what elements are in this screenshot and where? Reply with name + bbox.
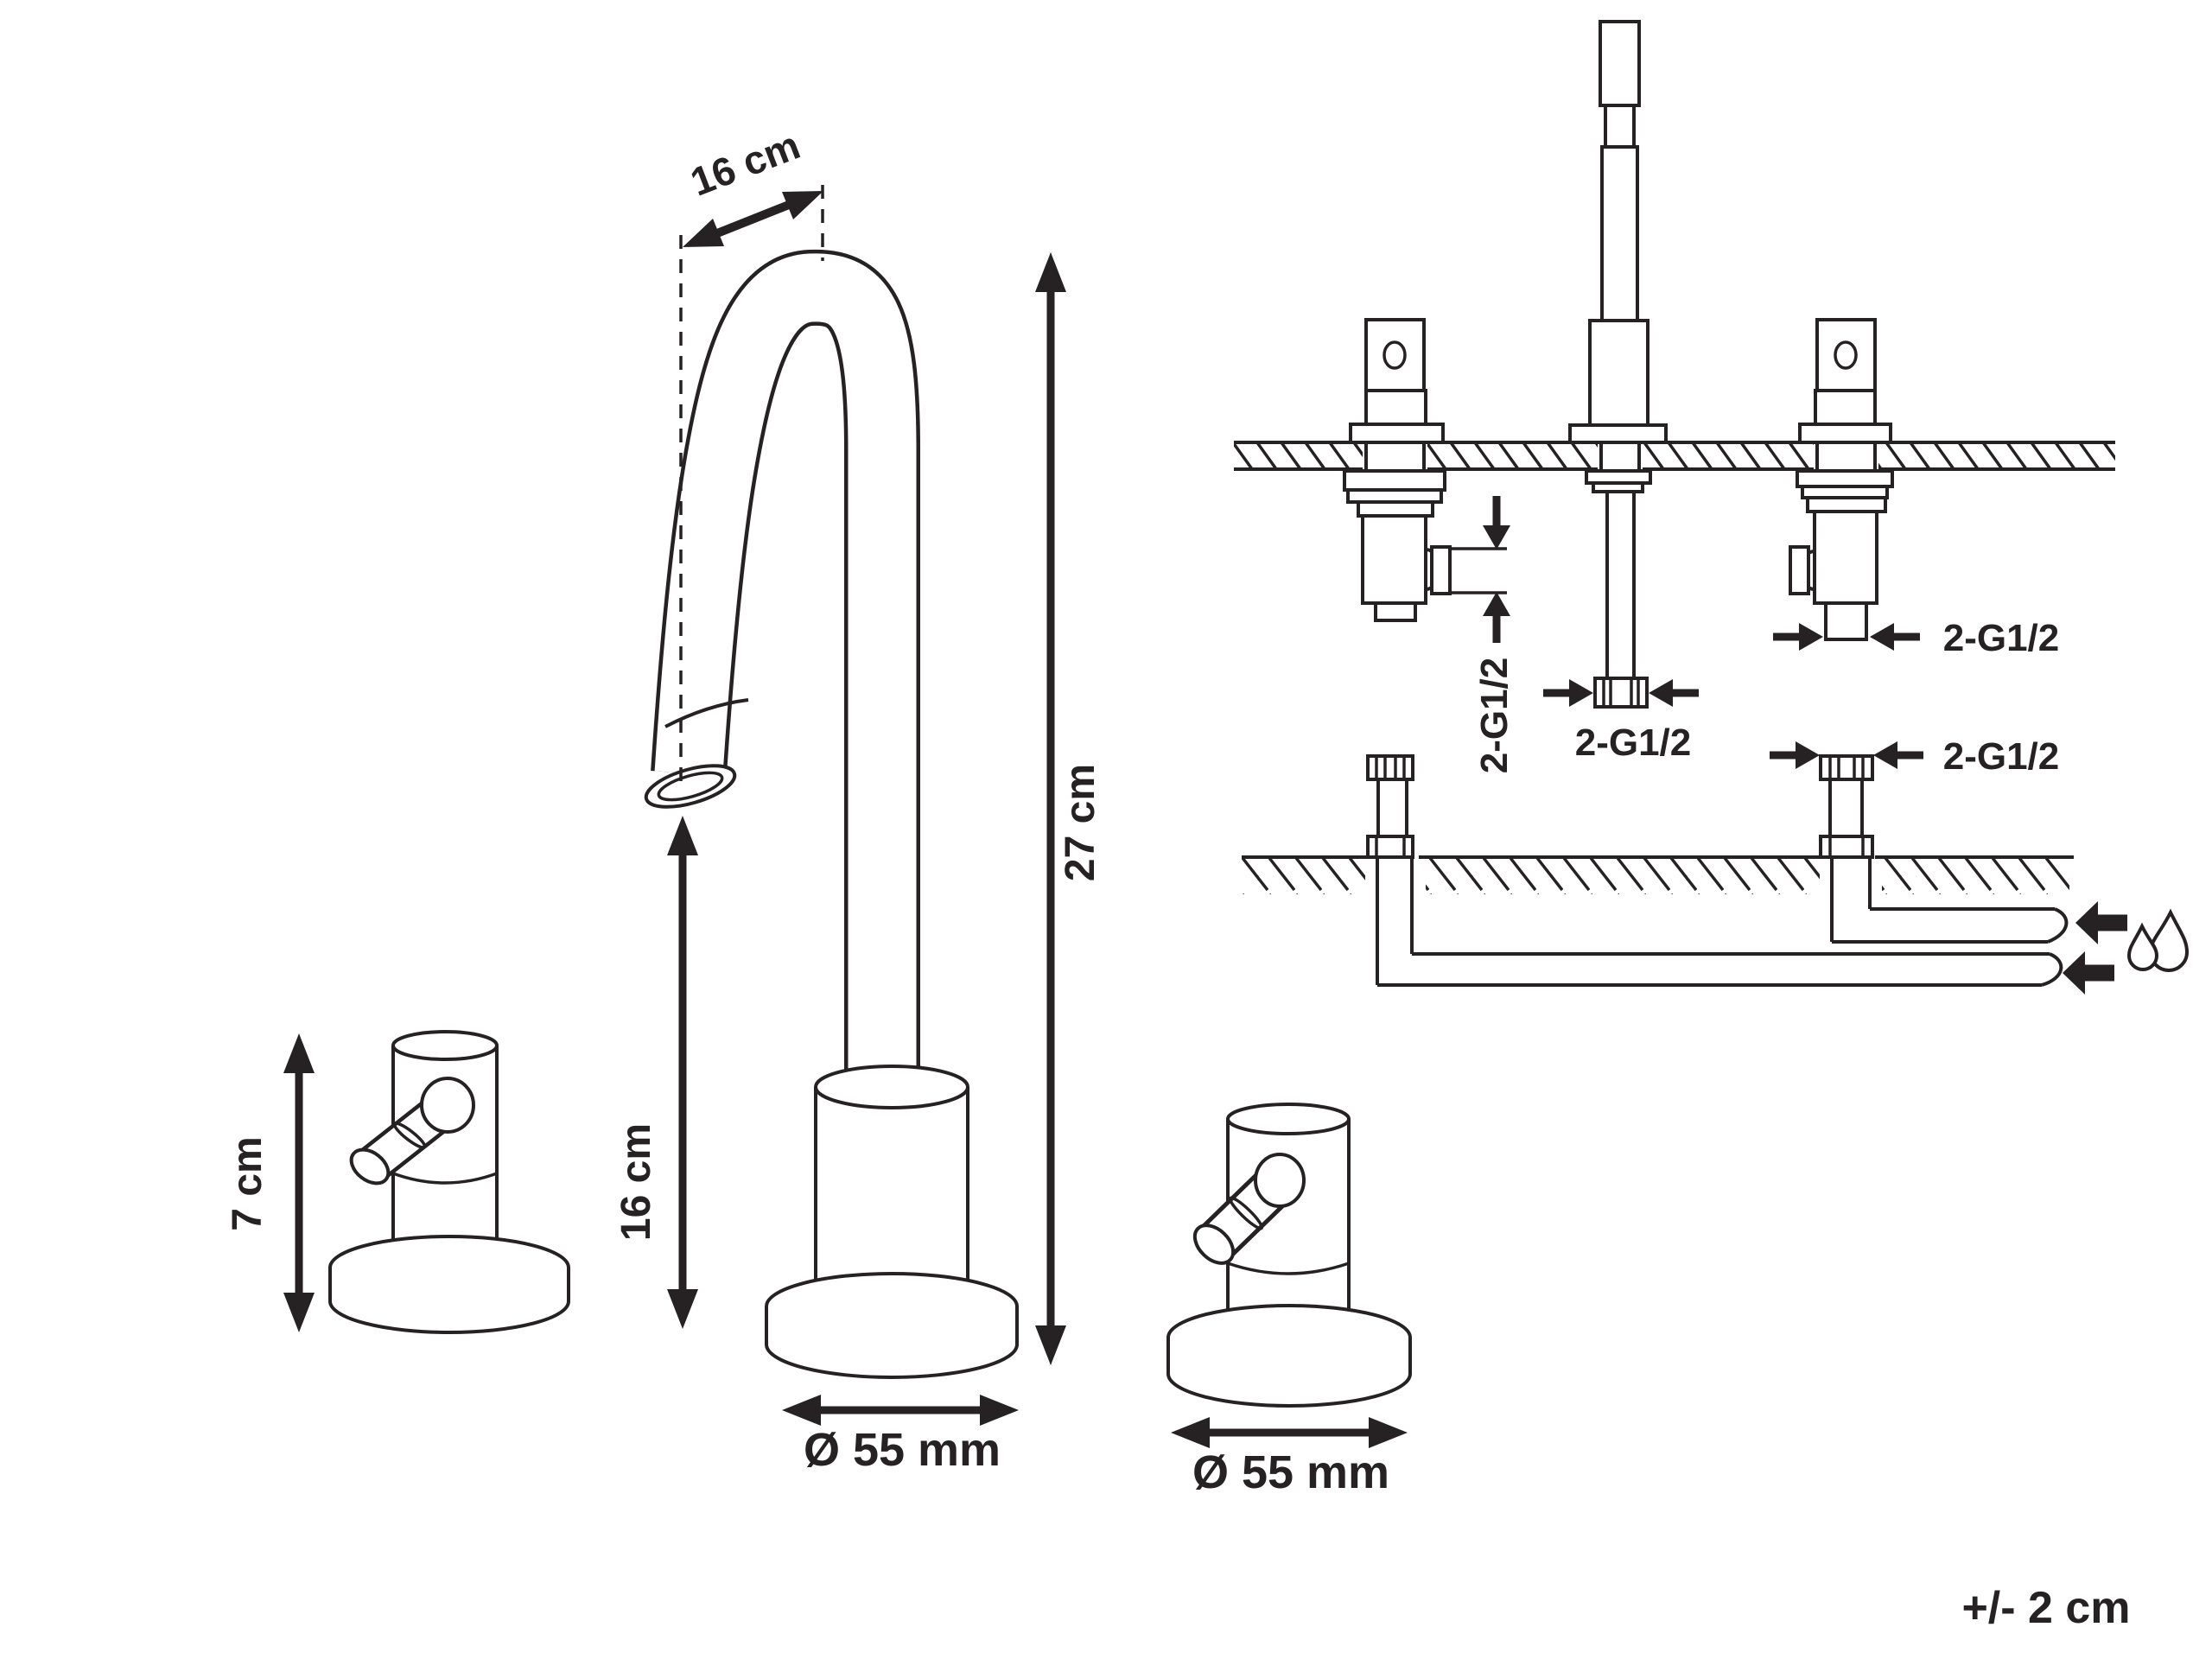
arrowhead-left-icon bbox=[1171, 1417, 1210, 1448]
lever-boss bbox=[1254, 1153, 1306, 1208]
right-standpipe bbox=[1819, 754, 1874, 859]
spout-flange bbox=[1568, 423, 1668, 444]
standpipe-nut bbox=[1366, 754, 1414, 781]
faucet-body bbox=[814, 1065, 969, 1313]
valve-outlet-flange bbox=[1430, 545, 1452, 595]
dim-right-valve-thread: 2-G1/2 bbox=[1773, 617, 2059, 659]
arrowhead-right-icon bbox=[1369, 1417, 1408, 1448]
handle-lever bbox=[349, 1077, 475, 1185]
valve-stem-top bbox=[1815, 318, 1877, 392]
lever-joint-line bbox=[1228, 1196, 1264, 1230]
arrowhead-right-icon bbox=[1569, 679, 1593, 707]
dim-outlet-height-label: 16 cm bbox=[613, 1123, 659, 1241]
lever-boss bbox=[420, 1077, 475, 1134]
pipe-break bbox=[2047, 907, 2069, 944]
dim-faucet-base-diameter: Ø 55 mm bbox=[782, 1395, 1019, 1476]
supply-pipes bbox=[1376, 857, 2190, 995]
dim-standpipe-thread: 2-G1/2 bbox=[1770, 735, 2059, 778]
handle-joint-line bbox=[392, 1172, 498, 1185]
dim-handle-height: 7 cm bbox=[225, 1033, 315, 1332]
dim-standpipe-thread-label: 2-G1/2 bbox=[1943, 735, 2060, 778]
spout-outlet-inner bbox=[657, 771, 724, 802]
water-drops-icon bbox=[2126, 908, 2190, 972]
valve-locknut bbox=[1343, 469, 1446, 492]
arrowhead-up-icon bbox=[1483, 592, 1510, 616]
arrowhead-left-icon bbox=[1649, 679, 1673, 707]
valve-outlet-flange bbox=[1789, 545, 1810, 595]
faucet-base bbox=[765, 1272, 1019, 1379]
center-spout-assembly bbox=[1568, 20, 1668, 709]
left-handle-base bbox=[328, 1235, 570, 1334]
handle-joint-line bbox=[1227, 1262, 1350, 1275]
arrowhead-up-icon bbox=[283, 1033, 315, 1073]
dim-faucet-base-diameter-label: Ø 55 mm bbox=[804, 1424, 1001, 1476]
arrowhead-down-icon bbox=[1035, 1325, 1066, 1365]
lever-end-cap bbox=[1192, 1224, 1236, 1265]
standpipe-nut bbox=[1819, 835, 1874, 859]
countertop-section bbox=[1234, 439, 2115, 473]
faucet bbox=[644, 185, 1019, 1379]
lever-joint-line bbox=[392, 1122, 427, 1149]
left-handle bbox=[328, 1030, 570, 1334]
arrowhead-right-icon bbox=[1796, 741, 1820, 769]
standpipe-nut bbox=[1819, 754, 1874, 781]
arrowhead-left-icon bbox=[782, 1395, 821, 1426]
arrowhead-right-icon bbox=[782, 191, 823, 219]
dim-left-valve-thread-label: 2-G1/2 bbox=[1473, 658, 1516, 774]
arrowhead-up-icon bbox=[1035, 252, 1066, 292]
faucet-spout bbox=[644, 249, 920, 1090]
dim-total-height: 27 cm bbox=[1035, 252, 1103, 1365]
right-handle bbox=[1166, 1103, 1412, 1408]
valve-foot bbox=[1374, 601, 1417, 622]
valve-flange bbox=[1798, 423, 1892, 444]
dim-handle-height-label: 7 cm bbox=[225, 1136, 270, 1230]
valve-stem-top bbox=[1364, 318, 1426, 392]
spout-locknut bbox=[1585, 469, 1652, 485]
dim-left-valve-thread: 2-G1/2 bbox=[1452, 496, 1516, 773]
lever-end-cap bbox=[349, 1147, 391, 1185]
arrowhead-left-icon bbox=[1873, 741, 1897, 769]
pipe-break bbox=[2041, 952, 2063, 987]
valve-stem-hole bbox=[1834, 340, 1858, 370]
dim-center-inlet-thread-label: 2-G1/2 bbox=[1575, 721, 1692, 764]
arrowhead-left-icon bbox=[1870, 623, 1894, 651]
standpipe-nut bbox=[1366, 835, 1414, 859]
dim-center-inlet-thread: 2-G1/2 bbox=[1543, 679, 1699, 764]
dim-spout-reach: 16 cm bbox=[683, 122, 823, 247]
arrowhead-up-icon bbox=[667, 816, 698, 855]
spout-outlet-outer bbox=[644, 764, 737, 809]
arrowhead-right-icon bbox=[1799, 623, 1823, 651]
spout-pipe-top bbox=[1599, 20, 1641, 107]
lower-wall-section bbox=[1242, 855, 2074, 897]
arrowhead-left-icon bbox=[683, 219, 724, 247]
dim-handle-base-diameter-label: Ø 55 mm bbox=[1192, 1446, 1389, 1498]
right-valve-assembly bbox=[1789, 318, 1894, 641]
valve-stem-hole bbox=[1382, 340, 1407, 370]
arrowhead-down-icon bbox=[283, 1293, 315, 1332]
dim-right-valve-thread-label: 2-G1/2 bbox=[1943, 617, 2060, 659]
tolerance-note: +/- 2 cm bbox=[1961, 1583, 2130, 1633]
arrowhead-right-icon bbox=[980, 1395, 1019, 1426]
spout-collar bbox=[1588, 319, 1649, 427]
installation-diagram: 2-G1/2 2-G1/2 bbox=[1234, 20, 2190, 995]
flow-arrow-icon bbox=[2063, 951, 2085, 995]
dim-handle-base-diameter: Ø 55 mm bbox=[1171, 1417, 1408, 1498]
arrowhead-down-icon bbox=[667, 1289, 698, 1329]
valve-locknut bbox=[1796, 469, 1894, 488]
valve-inlet-tail bbox=[1824, 601, 1868, 641]
valve-body bbox=[1813, 510, 1878, 605]
left-standpipe bbox=[1366, 754, 1414, 859]
spout-pipe bbox=[1600, 145, 1639, 322]
flow-arrow-icon bbox=[2075, 901, 2098, 944]
handle-lever bbox=[1192, 1153, 1306, 1265]
dim-outlet-height: 16 cm bbox=[613, 816, 698, 1329]
valve-body bbox=[1361, 514, 1427, 605]
right-handle-base bbox=[1166, 1304, 1412, 1408]
dim-total-height-label: 27 cm bbox=[1058, 764, 1103, 881]
arrowhead-down-icon bbox=[1483, 525, 1510, 550]
spout-collar bbox=[664, 698, 749, 728]
valve-flange bbox=[1349, 423, 1445, 444]
left-valve-assembly bbox=[1343, 318, 1452, 622]
